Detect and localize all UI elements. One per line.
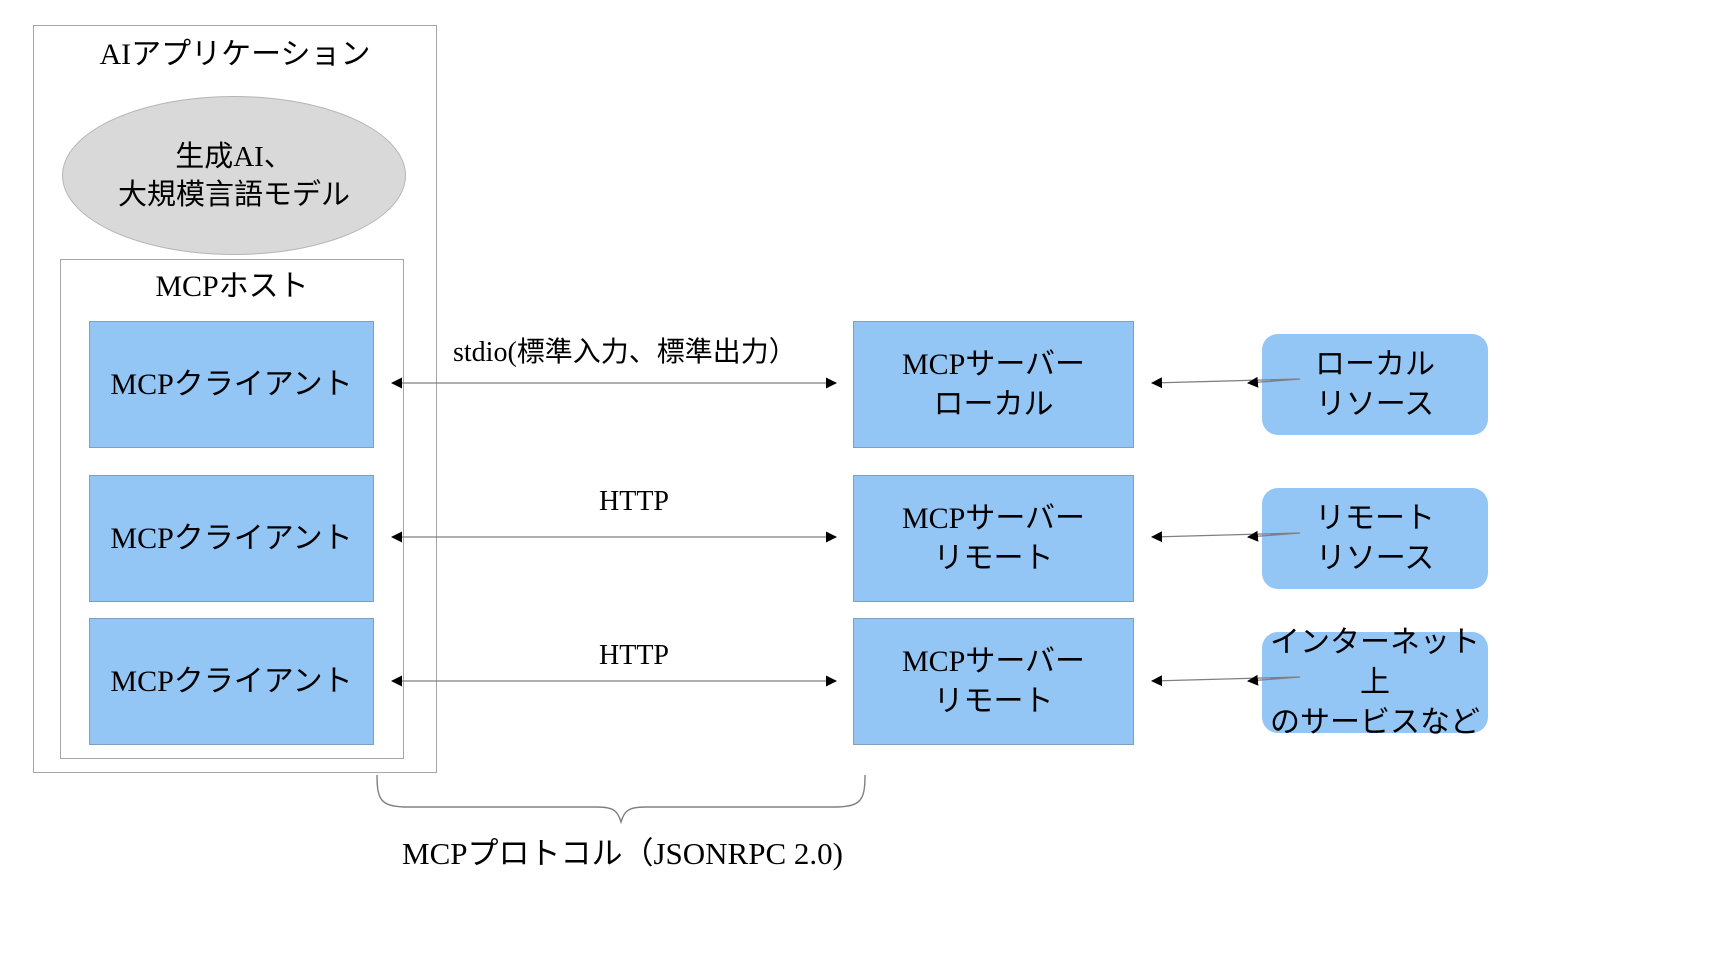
resource-box-local[interactable]: ローカル リソース: [1262, 334, 1488, 435]
connection-label-http-1: HTTP: [599, 486, 669, 517]
mcp-client-box-1[interactable]: MCPクライアント: [89, 321, 374, 448]
mcp-server-box-1[interactable]: MCPサーバー ローカル: [853, 321, 1134, 448]
resource-label-remote: リモート リソース: [1315, 501, 1435, 575]
mcp-host-title: MCPホスト: [155, 270, 309, 303]
mcp-server-box-2[interactable]: MCPサーバー リモート: [853, 475, 1134, 602]
connection-label-stdio: stdio(標準入力、標準出力）: [453, 337, 797, 368]
mcp-client-box-2[interactable]: MCPクライアント: [89, 475, 374, 602]
connection-label-http-2: HTTP: [599, 640, 669, 671]
mcp-client-label-1: MCPクライアント: [110, 367, 353, 401]
ai-application-title: AIアプリケーション: [99, 38, 371, 71]
resource-box-internet[interactable]: インターネット上 のサービスなど: [1262, 626, 1488, 739]
resource-label-local: ローカル リソース: [1315, 347, 1435, 421]
protocol-caption: MCPプロトコル（JSONRPC 2.0): [402, 836, 843, 871]
llm-ellipse: 生成AI、 大規模言語モデル: [62, 96, 406, 255]
mcp-client-label-3: MCPクライアント: [110, 664, 353, 698]
mcp-client-label-2: MCPクライアント: [110, 521, 353, 555]
mcp-server-box-3[interactable]: MCPサーバー リモート: [853, 618, 1134, 745]
llm-ellipse-label: 生成AI、 大規模言語モデル: [117, 140, 350, 211]
resource-box-remote[interactable]: リモート リソース: [1262, 488, 1488, 589]
resource-label-internet: インターネット上 のサービスなど: [1270, 625, 1480, 739]
mcp-server-label-3: MCPサーバー リモート: [901, 644, 1086, 718]
mcp-server-label-1: MCPサーバー ローカル: [901, 347, 1086, 421]
mcp-server-label-2: MCPサーバー リモート: [901, 501, 1086, 575]
mcp-client-box-3[interactable]: MCPクライアント: [89, 618, 374, 745]
